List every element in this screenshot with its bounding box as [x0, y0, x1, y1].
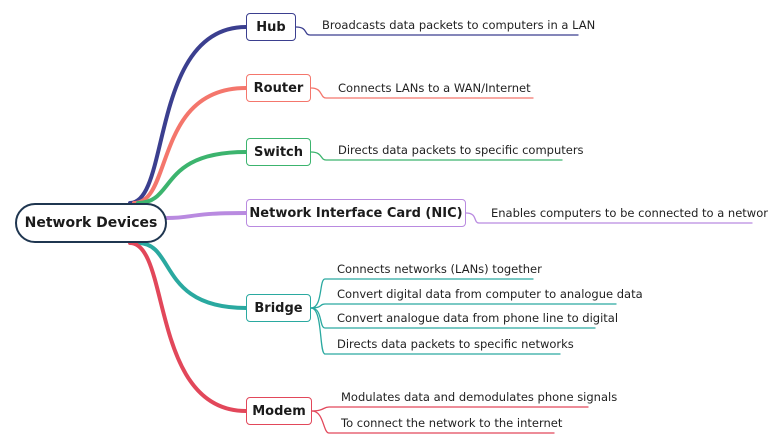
leaf-bridge-2[interactable]: Convert analogue data from phone line to…	[337, 311, 619, 325]
leaf-router-0[interactable]: Connects LANs to a WAN/Internet	[338, 81, 531, 95]
branch-connector-hub	[128, 25, 248, 205]
leaf-connector-bridge-1	[310, 303, 617, 309]
leaf-bridge-1[interactable]: Convert digital data from computer to an…	[337, 287, 643, 301]
node-switch[interactable]: Switch	[246, 138, 311, 166]
leaf-connector-bridge-3	[310, 307, 561, 355]
leaf-modem-1[interactable]: To connect the network to the internet	[341, 416, 563, 430]
leaf-nic-0[interactable]: Enables computers to be connected to a n…	[491, 206, 768, 220]
leaf-connector-router-0	[310, 87, 534, 99]
leaf-connector-hub-0	[295, 26, 579, 36]
node-router[interactable]: Router	[246, 74, 311, 102]
leaf-connector-modem-1	[311, 410, 555, 434]
leaf-connector-bridge-0	[310, 278, 534, 309]
leaf-hub-0[interactable]: Broadcasts data packets to computers in …	[322, 18, 596, 32]
leaf-bridge-3[interactable]: Directs data packets to specific network…	[337, 337, 574, 351]
node-hub[interactable]: Hub	[246, 13, 296, 41]
branch-connector-router	[132, 86, 248, 205]
leaf-connector-switch-0	[310, 151, 563, 161]
node-modem[interactable]: Modem	[246, 397, 312, 425]
branch-connector-nic	[165, 211, 248, 220]
leaf-switch-0[interactable]: Directs data packets to specific compute…	[338, 143, 584, 157]
leaf-bridge-0[interactable]: Connects networks (LANs) together	[337, 262, 542, 276]
node-bridge[interactable]: Bridge	[246, 294, 311, 322]
leaf-connector-modem-0	[311, 406, 589, 412]
branch-connector-modem	[128, 241, 248, 413]
branch-connector-switch	[136, 150, 248, 205]
root-node[interactable]: Network Devices	[15, 203, 167, 243]
leaf-connector-nic-0	[465, 212, 753, 224]
node-nic[interactable]: Network Interface Card (NIC)	[246, 199, 466, 227]
leaf-modem-0[interactable]: Modulates data and demodulates phone sig…	[341, 390, 618, 404]
branch-connector-bridge	[136, 241, 248, 310]
